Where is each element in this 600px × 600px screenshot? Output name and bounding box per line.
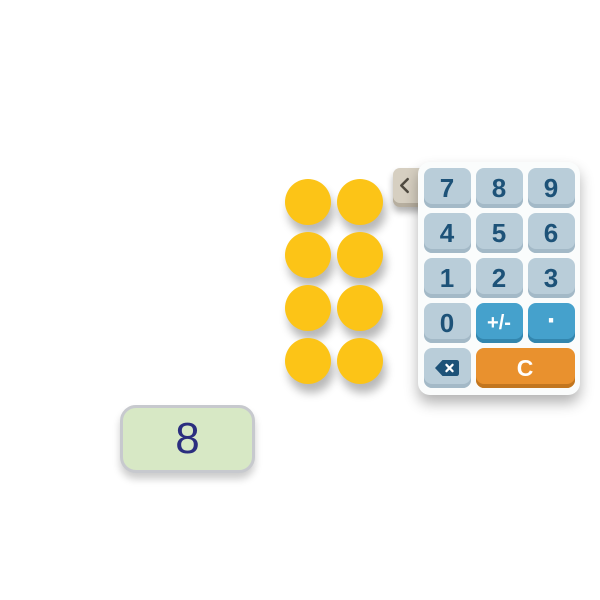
key-label: C (516, 354, 534, 381)
key-5[interactable]: 5 (475, 213, 523, 253)
counter-dot[interactable] (337, 232, 383, 278)
key-8[interactable]: 8 (475, 168, 523, 208)
key-3[interactable]: 3 (527, 258, 575, 298)
counter-dot[interactable] (285, 232, 331, 278)
key-7[interactable]: 7 (423, 168, 471, 208)
counter-dot[interactable] (285, 338, 331, 384)
key-1[interactable]: 1 (423, 258, 471, 298)
key-label: 0 (439, 307, 455, 338)
key-label: 2 (491, 262, 507, 293)
answer-value: 8 (175, 414, 200, 463)
key-2[interactable]: 2 (475, 258, 523, 298)
key-plus-minus[interactable]: +/- (475, 303, 523, 343)
counter-dot[interactable] (337, 179, 383, 225)
key-label: 1 (439, 262, 455, 293)
key-0[interactable]: 0 (423, 303, 471, 343)
counter-dot[interactable] (337, 285, 383, 331)
key-label: 9 (543, 172, 559, 203)
answer-box[interactable]: 8 (120, 405, 255, 473)
key-label: . (546, 296, 556, 330)
key-6[interactable]: 6 (527, 213, 575, 253)
key-label: 7 (439, 172, 455, 203)
key-label: 8 (491, 172, 507, 203)
key-label: 3 (543, 262, 559, 293)
counters-grid (285, 179, 383, 384)
key-label: 4 (439, 217, 455, 248)
counter-dot[interactable] (285, 285, 331, 331)
key-label: +/- (487, 311, 511, 334)
key-9[interactable]: 9 (527, 168, 575, 208)
chevron-left-icon (400, 177, 409, 194)
key-backspace[interactable] (423, 348, 471, 388)
number-keypad: 7 8 9 4 5 6 1 2 3 0 +/- . C (418, 162, 580, 395)
key-decimal[interactable]: . (527, 296, 575, 343)
key-label: 6 (543, 217, 559, 248)
counter-dot[interactable] (337, 338, 383, 384)
key-4[interactable]: 4 (423, 213, 471, 253)
key-clear[interactable]: C (475, 348, 575, 388)
backspace-icon (435, 360, 459, 376)
counter-dot[interactable] (285, 179, 331, 225)
key-label: 5 (491, 217, 507, 248)
